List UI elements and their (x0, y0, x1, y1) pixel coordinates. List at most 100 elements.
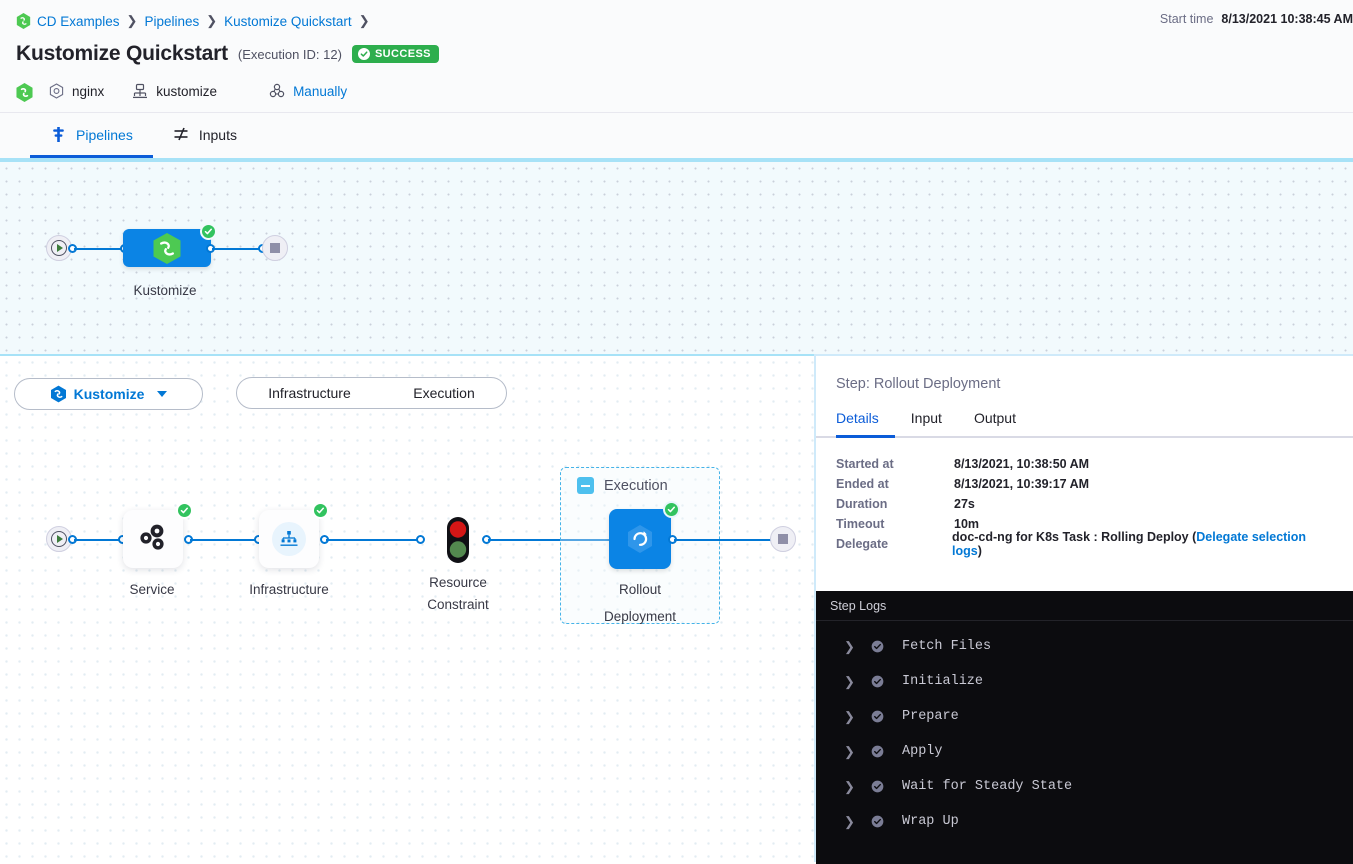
step-node-service[interactable] (123, 510, 183, 568)
step-node-infrastructure[interactable] (259, 510, 319, 568)
resource-constraint-node-label: Resource Constraint (427, 575, 489, 612)
status-badge: SUCCESS (351, 45, 439, 63)
edge-start-to-stage (74, 248, 126, 250)
infrastructure-icon (133, 83, 148, 99)
delegate-text-suffix: ) (977, 544, 982, 558)
detail-row-ended-at: Ended at 8/13/2021, 10:39:17 AM (836, 474, 1333, 494)
step-details-panel: Step: Rollout Deployment Details Input O… (814, 354, 1353, 864)
execution-group-label: Execution (604, 477, 668, 494)
start-time-value: 8/13/2021 10:38:45 AM (1221, 12, 1353, 26)
tab-output[interactable]: Output (973, 410, 1016, 426)
delegate-selection-logs-link[interactable]: Delegate selection logs (952, 530, 1307, 558)
detail-row-started-at: Started at 8/13/2021, 10:38:50 AM (836, 454, 1333, 474)
page-header: CD Examples ❯ Pipelines ❯ Kustomize Quic… (0, 0, 1353, 112)
breadcrumb: CD Examples ❯ Pipelines ❯ Kustomize Quic… (16, 10, 1337, 32)
check-circle-icon (871, 745, 884, 758)
detail-row-delegate: Delegate doc-cd-ng for K8s Task : Rollin… (836, 530, 1333, 558)
trigger-meta[interactable]: Manually (269, 83, 347, 99)
edge-rollout-end (674, 539, 774, 541)
harness-hex-icon (16, 13, 31, 29)
resource-in-port (416, 535, 425, 544)
service-gears-icon (140, 524, 164, 550)
check-circle-icon (871, 675, 884, 688)
service-meta: nginx (49, 83, 104, 99)
segment-execution[interactable]: Execution (413, 385, 475, 401)
breadcrumb-item-2[interactable]: Kustomize Quickstart (224, 13, 352, 29)
step-details-tabs: Details Input Output (816, 406, 1353, 438)
breadcrumb-item-0[interactable]: CD Examples (37, 13, 120, 29)
service-node-label: Service (129, 582, 175, 597)
log-row[interactable]: ❯ Apply (816, 734, 1353, 769)
pipeline-graph-canvas[interactable]: Kustomize (0, 158, 1353, 354)
stage-end-node[interactable] (770, 526, 796, 552)
collapse-group-button[interactable] (577, 477, 594, 494)
stage-selector-dropdown[interactable]: Kustomize (14, 378, 203, 410)
stage-section-toggle[interactable]: Infrastructure Execution (236, 377, 507, 409)
trigger-meta-label[interactable]: Manually (293, 83, 348, 99)
step-details-title: Step: Rollout Deployment (836, 376, 1001, 392)
chevron-right-icon[interactable]: ❯ (844, 638, 855, 654)
execution-meta-row: nginx kustomize (16, 80, 1337, 102)
inputs-icon (174, 127, 188, 141)
tab-inputs[interactable]: Inputs (153, 114, 257, 158)
tab-pipelines[interactable]: Pipelines (30, 114, 153, 158)
edge-infra-resource (326, 539, 420, 541)
infrastructure-status-success-icon (312, 502, 329, 519)
infrastructure-meta-label: kustomize (156, 83, 218, 99)
detail-value: doc-cd-ng for K8s Task : Rolling Deploy … (952, 530, 1333, 558)
detail-row-duration: Duration 27s (836, 494, 1333, 514)
status-badge-label: SUCCESS (374, 48, 431, 60)
detail-value: 27s (954, 497, 975, 511)
start-time-label: Start time (1159, 12, 1214, 26)
log-row-label: Fetch Files (902, 639, 992, 654)
tab-details[interactable]: Details (836, 406, 895, 438)
log-row[interactable]: ❯ Wrap Up (816, 804, 1353, 839)
pipeline-icon (53, 127, 64, 142)
stage-start-node[interactable] (46, 526, 72, 552)
chevron-right-icon[interactable]: ❯ (844, 813, 855, 829)
check-circle-icon (871, 815, 884, 828)
stage-selector-label: Kustomize (73, 386, 145, 402)
detail-key: Delegate (836, 537, 889, 551)
log-row[interactable]: ❯ Prepare (816, 699, 1353, 734)
detail-key: Ended at (836, 477, 889, 491)
chevron-right-icon[interactable]: ❯ (844, 778, 855, 794)
stage-status-success-icon (200, 223, 217, 240)
check-circle-icon (871, 640, 884, 653)
edge-resource-rollout (488, 539, 618, 541)
infrastructure-node-label: Infrastructure (249, 582, 329, 597)
breadcrumb-chevron-icon: ❯ (126, 13, 138, 28)
execution-group-title: Execution (577, 477, 668, 494)
rollout-node-label: Rollout Deployment (603, 582, 677, 624)
breadcrumb-item-1[interactable]: Pipelines (144, 13, 200, 29)
detail-row-timeout: Timeout 10m (836, 514, 1333, 534)
page-title: Kustomize Quickstart (16, 42, 228, 65)
stage-node-kustomize[interactable] (123, 229, 211, 267)
step-node-resource-constraint[interactable] (444, 516, 472, 569)
kustomize-hex-icon (50, 385, 66, 403)
tab-input[interactable]: Input (910, 410, 942, 426)
chevron-right-icon[interactable]: ❯ (844, 708, 855, 724)
chevron-right-icon[interactable]: ❯ (844, 743, 855, 759)
service-status-success-icon (176, 502, 193, 519)
segment-infrastructure[interactable]: Infrastructure (268, 385, 351, 401)
step-node-rollout-deployment[interactable] (609, 509, 671, 569)
service-meta-label: nginx (72, 83, 105, 99)
end-node[interactable] (262, 235, 288, 261)
detail-key: Timeout (836, 517, 885, 531)
tab-pipelines-label: Pipelines (76, 126, 133, 143)
infrastructure-meta: kustomize (132, 83, 217, 99)
tab-inputs-label: Inputs (198, 126, 237, 143)
log-row[interactable]: ❯ Initialize (816, 664, 1353, 699)
log-row[interactable]: ❯ Wait for Steady State (816, 769, 1353, 804)
harness-hex-icon (16, 83, 33, 102)
chevron-right-icon[interactable]: ❯ (844, 673, 855, 689)
edge-start-service (74, 539, 122, 541)
detail-key: Started at (836, 457, 894, 471)
detail-value: 8/13/2021, 10:38:50 AM (954, 457, 1090, 471)
log-row-label: Apply (902, 744, 943, 759)
trigger-manually-icon (269, 83, 285, 98)
log-row[interactable]: ❯ Fetch Files (816, 629, 1353, 664)
stage-graph-canvas[interactable]: Kustomize Infrastructure Execution Servi… (0, 354, 814, 862)
check-circle-icon (871, 780, 884, 793)
